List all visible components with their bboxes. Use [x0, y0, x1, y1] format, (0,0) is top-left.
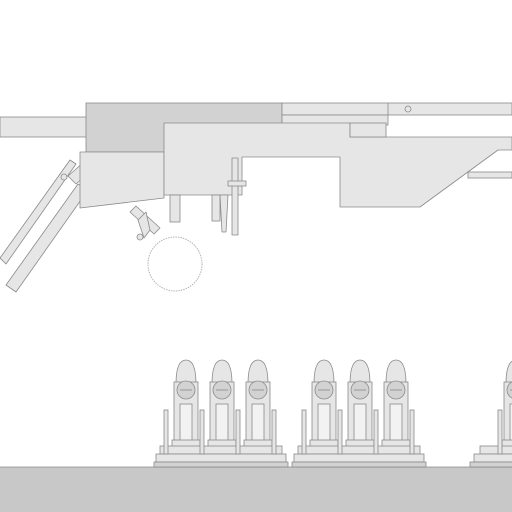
cartridge: [171, 359, 201, 449]
finger-clip: [227, 180, 247, 187]
rack-base: [473, 453, 512, 463]
rack-post: [373, 409, 379, 455]
rack-foot: [469, 461, 512, 468]
gripper-pivot: [136, 233, 144, 241]
top-rail-bolt: [404, 105, 412, 113]
cartridge: [345, 359, 375, 449]
rack-post: [409, 409, 415, 455]
cartridge-rack-partial: [469, 360, 512, 468]
finger-a: [169, 194, 181, 223]
finger-c: [219, 194, 229, 233]
rack-rail: [297, 445, 421, 455]
cartridge: [207, 359, 237, 449]
finger-d: [231, 157, 239, 236]
cartridge-body: [503, 381, 512, 445]
rack-rail: [159, 445, 283, 455]
cartridge-racks: [153, 359, 512, 468]
robotic-arm: [0, 102, 512, 293]
rack-post: [163, 409, 169, 455]
cartridge-cap: [385, 359, 407, 385]
rack-post: [199, 409, 205, 455]
rack-post: [271, 409, 277, 455]
right-rod: [467, 171, 512, 179]
cartridge-core: [509, 403, 512, 447]
cartridge: [381, 359, 411, 449]
rack-post: [497, 409, 503, 455]
main-beam: [163, 122, 512, 208]
lower-body: [79, 151, 165, 209]
strut-pivot: [60, 173, 68, 181]
diagonal-strut-inner: [0, 159, 77, 265]
cartridge: [309, 359, 339, 449]
cartridge-cap: [247, 359, 269, 385]
rack-base: [293, 453, 425, 463]
ground-slab: [0, 467, 512, 512]
left-rail: [0, 116, 91, 138]
cartridge-valve: [506, 381, 512, 399]
target-ghost-circle: [147, 236, 203, 292]
rack-base: [155, 453, 287, 463]
cartridge-cap: [175, 359, 197, 385]
ground: [0, 466, 512, 512]
beam-step: [349, 122, 387, 138]
rack-rail: [479, 445, 512, 455]
rack-foot: [291, 461, 427, 468]
top-rail: [281, 102, 512, 116]
cartridge-rack: [291, 359, 427, 468]
cartridge-cap: [211, 359, 233, 385]
rack-post: [301, 409, 307, 455]
cartridge-cap: [313, 359, 335, 385]
target-circle: [147, 236, 203, 292]
cartridge-rack: [153, 359, 289, 468]
gripper-jaw-right: [137, 211, 151, 239]
rack-foot: [153, 461, 289, 468]
cartridge-cap: [505, 360, 512, 385]
cartridge: [243, 359, 273, 449]
finger-b: [211, 194, 221, 222]
rack-post: [235, 409, 241, 455]
rack-post: [337, 409, 343, 455]
cartridge-cap: [349, 359, 371, 385]
cartridge: [501, 360, 512, 449]
